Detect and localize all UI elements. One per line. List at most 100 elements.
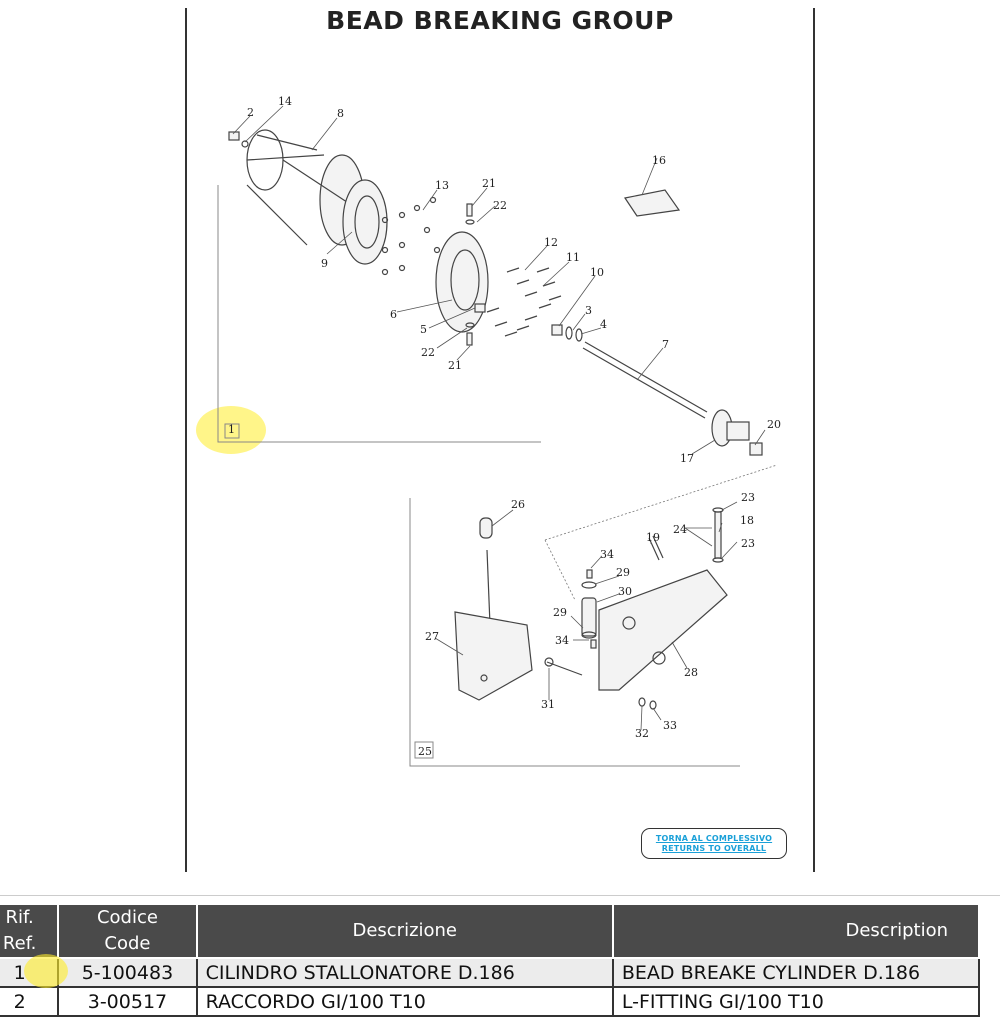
col-header-code-it: Codice [96, 907, 158, 928]
return-label-it: TORNA AL COMPLESSIVO [655, 833, 773, 843]
callout-17: 17 [680, 452, 694, 465]
callout-34-top: 34 [600, 548, 614, 561]
callout-29-bottom: 29 [553, 606, 567, 619]
callout-10: 10 [590, 266, 604, 279]
return-to-overall-button[interactable]: TORNA AL COMPLESSIVO RETURNS TO OVERALL [641, 828, 787, 859]
callout-2: 2 [247, 106, 254, 119]
callout-21-top: 21 [482, 177, 496, 190]
callout-8: 8 [337, 107, 344, 120]
callout-28: 28 [684, 666, 698, 679]
frame-assembly-1 [217, 185, 541, 443]
link-line [544, 464, 778, 541]
callout-12: 12 [544, 236, 558, 249]
callout-25: 25 [418, 745, 432, 758]
callout-5: 5 [420, 323, 427, 336]
callout-1: 1 [228, 423, 235, 436]
col-header-ref-it: Rif. [5, 907, 34, 928]
callout-33: 33 [663, 719, 677, 732]
frame-tag-1 [224, 423, 240, 439]
washer-23-bottom [712, 557, 724, 563]
col-header-code-en: Code [104, 933, 151, 954]
callout-9: 9 [321, 257, 328, 270]
leader-lines [232, 105, 766, 731]
table-row[interactable]: 1 5-100483 CILINDRO STALLONATORE D.186 B… [0, 957, 981, 988]
sheet-border-right [813, 8, 815, 872]
nut-10 [551, 324, 563, 336]
knob-26 [479, 517, 493, 539]
table-row[interactable]: 2 3-00517 RACCORDO GI/100 T10 L-FITTING … [0, 986, 981, 1017]
fitting-2 [228, 131, 240, 141]
pin-21-top [466, 203, 473, 217]
screw-34-bottom [590, 639, 597, 649]
cell-desc-it: RACCORDO GI/100 T10 [195, 986, 614, 1017]
cell-code: 3-00517 [57, 986, 198, 1017]
spring-19 [648, 535, 664, 561]
callout-16: 16 [652, 154, 666, 167]
callout-4: 4 [600, 318, 607, 331]
callout-34-bottom: 34 [555, 634, 569, 647]
ring-3 [565, 326, 573, 340]
col-header-ref-en: Ref. [2, 933, 37, 954]
washer-32 [638, 697, 646, 707]
pin-18 [714, 511, 722, 559]
washer-22-bottom [465, 322, 475, 328]
washer-14 [241, 140, 249, 148]
washer-23-top [712, 507, 724, 513]
screw-set [381, 196, 441, 276]
col-header-descrizione: Descrizione [195, 903, 614, 959]
screw-34-top [586, 569, 593, 579]
gasket-16 [624, 189, 681, 217]
ring-4 [575, 328, 583, 342]
callout-23-bottom: 23 [741, 537, 755, 550]
callout-7: 7 [662, 338, 669, 351]
callout-22-top: 22 [493, 199, 507, 212]
return-label-en: RETURNS TO OVERALL [661, 843, 767, 853]
callout-24: 24 [673, 523, 687, 536]
exploded-diagram: 1 2 3 4 5 6 7 8 9 10 11 12 13 14 16 17 1… [217, 95, 781, 767]
callout-18: 18 [740, 514, 754, 527]
callout-30: 30 [618, 585, 632, 598]
col-header-description: Description [611, 903, 981, 959]
col-header-ref: Rif. Ref. [0, 903, 60, 959]
callout-26: 26 [511, 498, 525, 511]
table-header-row: Rif. Ref. Codice Code Descrizione Descri… [0, 903, 981, 959]
piston-9 [342, 179, 388, 265]
cell-code: 5-100483 [57, 957, 198, 988]
callout-20: 20 [767, 418, 781, 431]
highlight-marker-ref-1 [196, 406, 266, 454]
frame-assembly-25 [409, 498, 740, 767]
col-header-code: Codice Code [57, 903, 198, 959]
callout-31: 31 [541, 698, 555, 711]
washer-29-top [581, 581, 597, 589]
callout-23-top: 23 [741, 491, 755, 504]
callout-22-bottom: 22 [421, 346, 435, 359]
flange-6 [435, 231, 489, 333]
callout-14: 14 [278, 95, 292, 108]
sleeve-30 [581, 597, 597, 637]
section-divider [0, 895, 1000, 896]
sheet-border-left [185, 8, 187, 872]
cell-ref: 2 [0, 986, 60, 1017]
cell-desc-en: BEAD BREAKE CYLINDER D.186 [611, 957, 981, 988]
callout-labels: 1 2 3 4 5 6 7 8 9 10 11 12 13 14 16 17 1… [228, 95, 781, 758]
callout-27: 27 [425, 630, 439, 643]
callout-6: 6 [390, 308, 397, 321]
callout-21-bottom: 21 [448, 359, 462, 372]
rod-7 [582, 341, 708, 419]
washer-22-top [465, 219, 475, 225]
nut-20 [749, 442, 763, 456]
bolt-set [486, 267, 562, 337]
link-line-2 [544, 539, 576, 601]
bracket-27 [454, 611, 533, 701]
callout-19: 19 [646, 531, 660, 544]
frame-tag-25 [414, 741, 434, 759]
nut-5 [474, 303, 486, 313]
pin-21-bottom [466, 332, 473, 346]
lever-28 [598, 569, 728, 691]
cell-desc-it: CILINDRO STALLONATORE D.186 [195, 957, 614, 988]
cylinder-body [246, 134, 318, 246]
callout-29-top: 29 [616, 566, 630, 579]
washer-29-bottom [581, 631, 597, 639]
callout-11: 11 [566, 251, 580, 264]
callout-3: 3 [585, 304, 592, 317]
